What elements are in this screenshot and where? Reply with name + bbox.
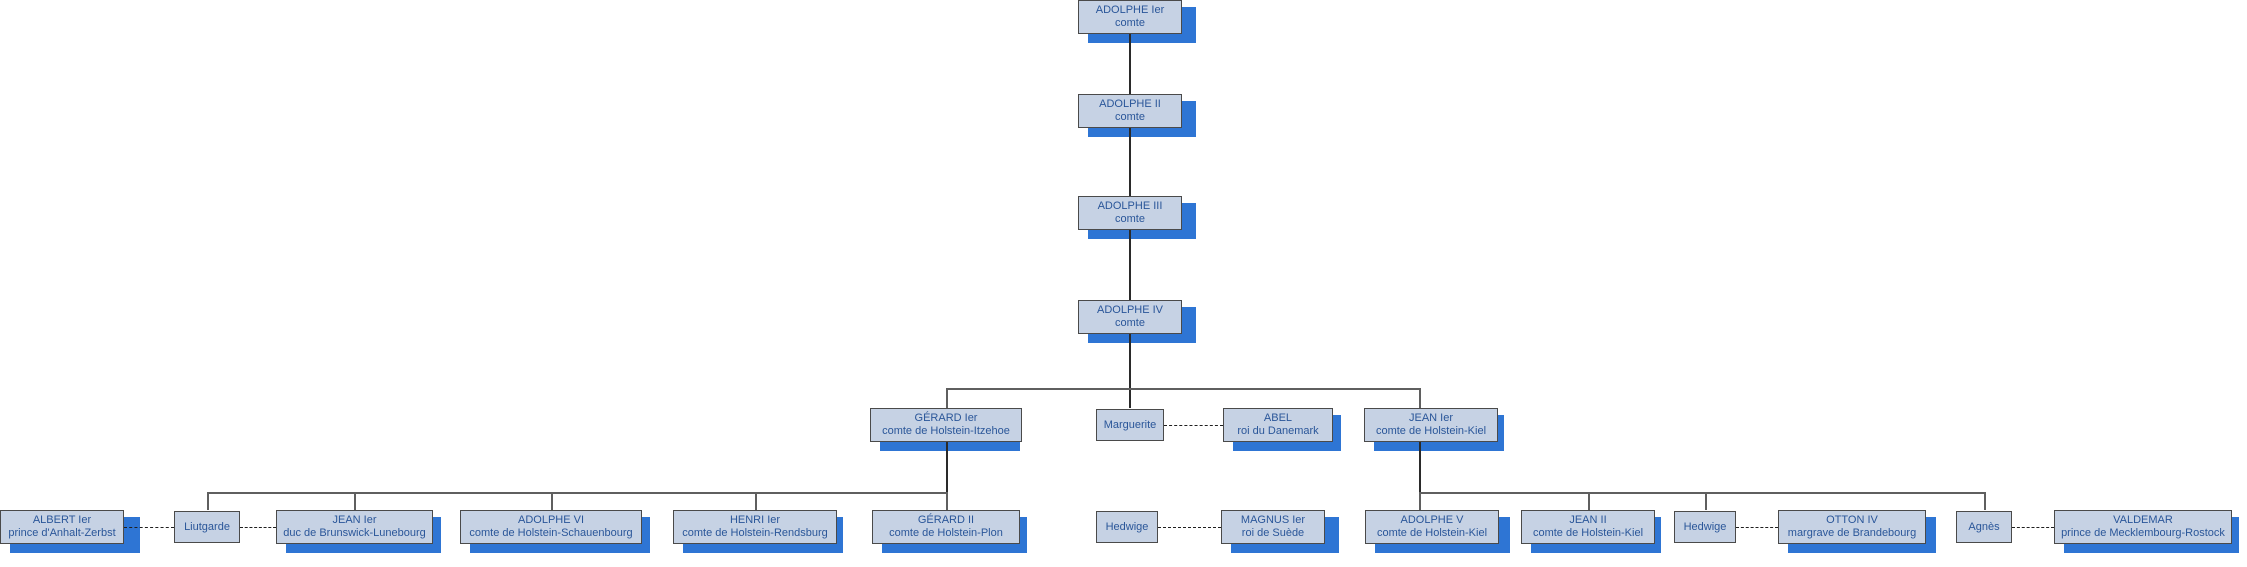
node-name: Agnès xyxy=(1968,520,2000,533)
connector-bus-gerard2 xyxy=(946,492,948,510)
sibling-bus-jean1-children xyxy=(1419,492,1984,494)
node-gerard-1[interactable]: GÉRARD Ier comte de Holstein-Itzehoe xyxy=(870,408,1022,442)
marriage-link-hedwige2-otton4 xyxy=(1736,527,1778,528)
node-hedwige-1[interactable]: Hedwige xyxy=(1096,511,1158,543)
node-title: prince d'Anhalt-Zerbst xyxy=(8,527,116,539)
node-name: JEAN Ier xyxy=(1408,412,1453,424)
node-title: comte de Holstein-Kiel xyxy=(1375,425,1487,437)
connector-bus-liutgarde xyxy=(207,492,209,510)
node-otton-4[interactable]: OTTON IV margrave de Brandebourg xyxy=(1778,510,1926,544)
connector-bus-jean1 xyxy=(1419,388,1421,408)
connector-adolphe2-adolphe3 xyxy=(1129,128,1131,196)
node-adolphe-6[interactable]: ADOLPHE VI comte de Holstein-Schauenbour… xyxy=(460,510,642,544)
connector-adolphe4-drop xyxy=(1129,334,1131,408)
node-adolphe-5[interactable]: ADOLPHE V comte de Holstein-Kiel xyxy=(1365,510,1499,544)
connector-adolphe1-adolphe2 xyxy=(1129,34,1131,94)
node-name: ADOLPHE II xyxy=(1099,98,1161,110)
node-name: JEAN II xyxy=(1569,514,1607,526)
node-name: ADOLPHE IV xyxy=(1096,304,1164,316)
node-name: GÉRARD II xyxy=(917,514,975,526)
node-albert-1[interactable]: ALBERT Ier prince d'Anhalt-Zerbst xyxy=(0,510,124,544)
node-hedwige-2[interactable]: Hedwige xyxy=(1674,511,1736,543)
connector-jean1-drop xyxy=(1419,442,1421,494)
node-henri-1[interactable]: HENRI Ier comte de Holstein-Rendsburg xyxy=(673,510,837,544)
node-name: Marguerite xyxy=(1103,418,1157,431)
node-name: ADOLPHE V xyxy=(1400,514,1464,526)
node-title: comte de Holstein-Itzehoe xyxy=(882,425,1010,437)
node-title: prince de Mecklembourg-Rostock xyxy=(2061,527,2225,539)
node-abel[interactable]: ABEL roi du Danemark xyxy=(1223,408,1333,442)
node-magnus-1[interactable]: MAGNUS Ier roi de Suède xyxy=(1221,510,1325,544)
node-title: comte xyxy=(1115,317,1145,329)
node-title: duc de Brunswick-Lunebourg xyxy=(283,527,426,539)
node-title: comte de Holstein-Plon xyxy=(889,527,1003,539)
node-title: margrave de Brandebourg xyxy=(1787,527,1917,539)
node-name: ADOLPHE VI xyxy=(517,514,585,526)
marriage-link-marguerite-abel xyxy=(1164,425,1223,426)
connector-bus-hedwige2 xyxy=(1705,492,1707,510)
node-title: roi de Suède xyxy=(1241,527,1305,539)
marriage-link-agnes-valdemar xyxy=(2012,527,2054,528)
sibling-bus-generation-5 xyxy=(946,388,1421,390)
node-name: ABEL xyxy=(1263,412,1293,424)
node-name: OTTON IV xyxy=(1826,514,1878,526)
connector-bus-jean2 xyxy=(1588,492,1590,510)
node-title: comte de Holstein-Schauenbourg xyxy=(469,527,633,539)
sibling-bus-gerard1-children xyxy=(207,492,947,494)
node-liutgarde[interactable]: Liutgarde xyxy=(174,511,240,543)
node-title: comte xyxy=(1115,111,1145,123)
node-name: MAGNUS Ier xyxy=(1240,514,1306,526)
node-title: comte de Holstein-Kiel xyxy=(1532,527,1644,539)
node-adolphe-1[interactable]: ADOLPHE Ier comte xyxy=(1078,0,1182,34)
node-title: comte de Holstein-Kiel xyxy=(1376,527,1488,539)
node-valdemar[interactable]: VALDEMAR prince de Mecklembourg-Rostock xyxy=(2054,510,2232,544)
connector-bus-adolphe6 xyxy=(551,492,553,510)
node-name: JEAN Ier xyxy=(332,514,377,526)
connector-bus-agnes xyxy=(1984,492,1986,510)
node-title: comte xyxy=(1115,17,1145,29)
node-adolphe-2[interactable]: ADOLPHE II comte xyxy=(1078,94,1182,128)
node-name: GÉRARD Ier xyxy=(914,412,978,424)
node-name: ALBERT Ier xyxy=(32,514,92,526)
node-name: HENRI Ier xyxy=(729,514,781,526)
node-jean-1[interactable]: JEAN Ier comte de Holstein-Kiel xyxy=(1364,408,1498,442)
node-agnes[interactable]: Agnès xyxy=(1956,511,2012,543)
connector-bus-henri1 xyxy=(755,492,757,510)
node-name: Hedwige xyxy=(1683,520,1727,533)
marriage-link-albert1-liutgarde xyxy=(124,527,174,528)
marriage-link-hedwige1-magnus1 xyxy=(1158,527,1221,528)
connector-bus-gerard1 xyxy=(946,388,948,408)
node-name: Hedwige xyxy=(1105,520,1149,533)
marriage-link-liutgarde-jean1-brunswick xyxy=(240,527,276,528)
node-title: comte de Holstein-Rendsburg xyxy=(682,527,828,539)
node-adolphe-3[interactable]: ADOLPHE III comte xyxy=(1078,196,1182,230)
node-gerard-2[interactable]: GÉRARD II comte de Holstein-Plon xyxy=(872,510,1020,544)
node-marguerite[interactable]: Marguerite xyxy=(1096,409,1164,441)
node-name: ADOLPHE III xyxy=(1097,200,1163,212)
connector-gerard1-drop xyxy=(946,442,948,494)
node-name: ADOLPHE Ier xyxy=(1095,4,1165,16)
connector-adolphe3-adolphe4 xyxy=(1129,230,1131,300)
node-jean-2[interactable]: JEAN II comte de Holstein-Kiel xyxy=(1521,510,1655,544)
connector-bus-adolphe5 xyxy=(1419,492,1421,510)
node-title: comte xyxy=(1115,213,1145,225)
node-title: roi du Danemark xyxy=(1237,425,1319,437)
node-adolphe-4[interactable]: ADOLPHE IV comte xyxy=(1078,300,1182,334)
node-jean-1-brunswick[interactable]: JEAN Ier duc de Brunswick-Lunebourg xyxy=(276,510,433,544)
connector-bus-jean1-brunswick xyxy=(354,492,356,510)
node-name: Liutgarde xyxy=(184,520,230,533)
node-name: VALDEMAR xyxy=(2113,514,2173,526)
